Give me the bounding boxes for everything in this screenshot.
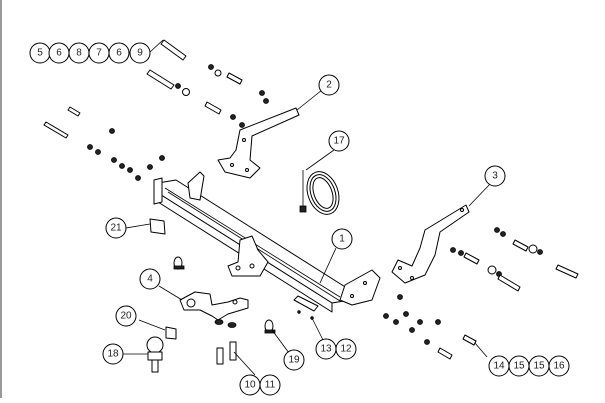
- balloon-17: 17: [328, 130, 350, 152]
- balloon-6a: 6: [48, 42, 70, 64]
- svg-text:15: 15: [533, 361, 545, 372]
- left-border: [0, 0, 2, 398]
- svg-text:15: 15: [513, 361, 525, 372]
- label-plate-21: [149, 218, 166, 235]
- crossbar-part: [153, 171, 381, 313]
- svg-text:4: 4: [147, 274, 153, 285]
- svg-text:5: 5: [37, 48, 43, 59]
- left-bracket-part: [217, 107, 300, 179]
- balloon-14: 14: [488, 355, 510, 377]
- clamp-plate: [293, 295, 319, 312]
- balloon-3: 3: [484, 165, 506, 187]
- balloon-10: 10: [239, 374, 261, 396]
- leader-lines: [115, 39, 492, 376]
- balloon-2: 2: [318, 74, 340, 96]
- balloon-6b: 6: [108, 42, 130, 64]
- svg-text:7: 7: [96, 48, 102, 59]
- svg-text:18: 18: [107, 349, 119, 360]
- svg-text:11: 11: [265, 380, 276, 391]
- balloon-4: 4: [139, 268, 161, 290]
- balloon-11: 11: [259, 374, 281, 396]
- balloon-21: 21: [105, 217, 127, 239]
- balloon-1: 1: [331, 228, 353, 250]
- balloon-7: 7: [88, 42, 110, 64]
- right-bracket-part: [391, 204, 470, 284]
- balloon-5: 5: [29, 42, 51, 64]
- balloon-13: 13: [315, 338, 337, 360]
- svg-text:3: 3: [492, 171, 498, 182]
- hardware-top: [43, 39, 269, 181]
- balloon-15b: 15: [528, 355, 550, 377]
- hardware-right: [450, 227, 579, 292]
- balloon-8: 8: [68, 42, 90, 64]
- balloon-20: 20: [115, 305, 137, 327]
- svg-text:16: 16: [553, 361, 565, 372]
- hardware-bottom-right: [383, 294, 477, 360]
- svg-text:19: 19: [288, 355, 300, 366]
- balloon-18: 18: [102, 343, 124, 365]
- shackle-upper: [173, 256, 185, 270]
- svg-text:8: 8: [76, 48, 82, 59]
- shackle-19: [264, 319, 276, 334]
- svg-text:6: 6: [56, 48, 62, 59]
- svg-text:1: 1: [339, 234, 345, 245]
- tow-ball-mount-part: [179, 291, 249, 328]
- svg-text:13: 13: [320, 344, 332, 355]
- svg-text:9: 9: [137, 48, 143, 59]
- svg-text:20: 20: [120, 311, 132, 322]
- svg-text:14: 14: [493, 361, 505, 372]
- svg-text:21: 21: [110, 223, 122, 234]
- svg-text:6: 6: [116, 48, 122, 59]
- svg-text:2: 2: [326, 80, 332, 91]
- balloon-16: 16: [548, 355, 570, 377]
- balloon-15a: 15: [508, 355, 530, 377]
- balloon-12: 12: [335, 338, 357, 360]
- balloon-19: 19: [283, 349, 305, 371]
- wiring-coil-part: [299, 170, 340, 215]
- balloon-9: 9: [129, 42, 151, 64]
- svg-text:17: 17: [333, 136, 345, 147]
- svg-text:12: 12: [340, 344, 352, 355]
- svg-text:10: 10: [244, 380, 256, 391]
- label-plate-20: [165, 326, 177, 340]
- mount-bolts: [216, 341, 237, 365]
- tow-ball-part: [146, 336, 164, 373]
